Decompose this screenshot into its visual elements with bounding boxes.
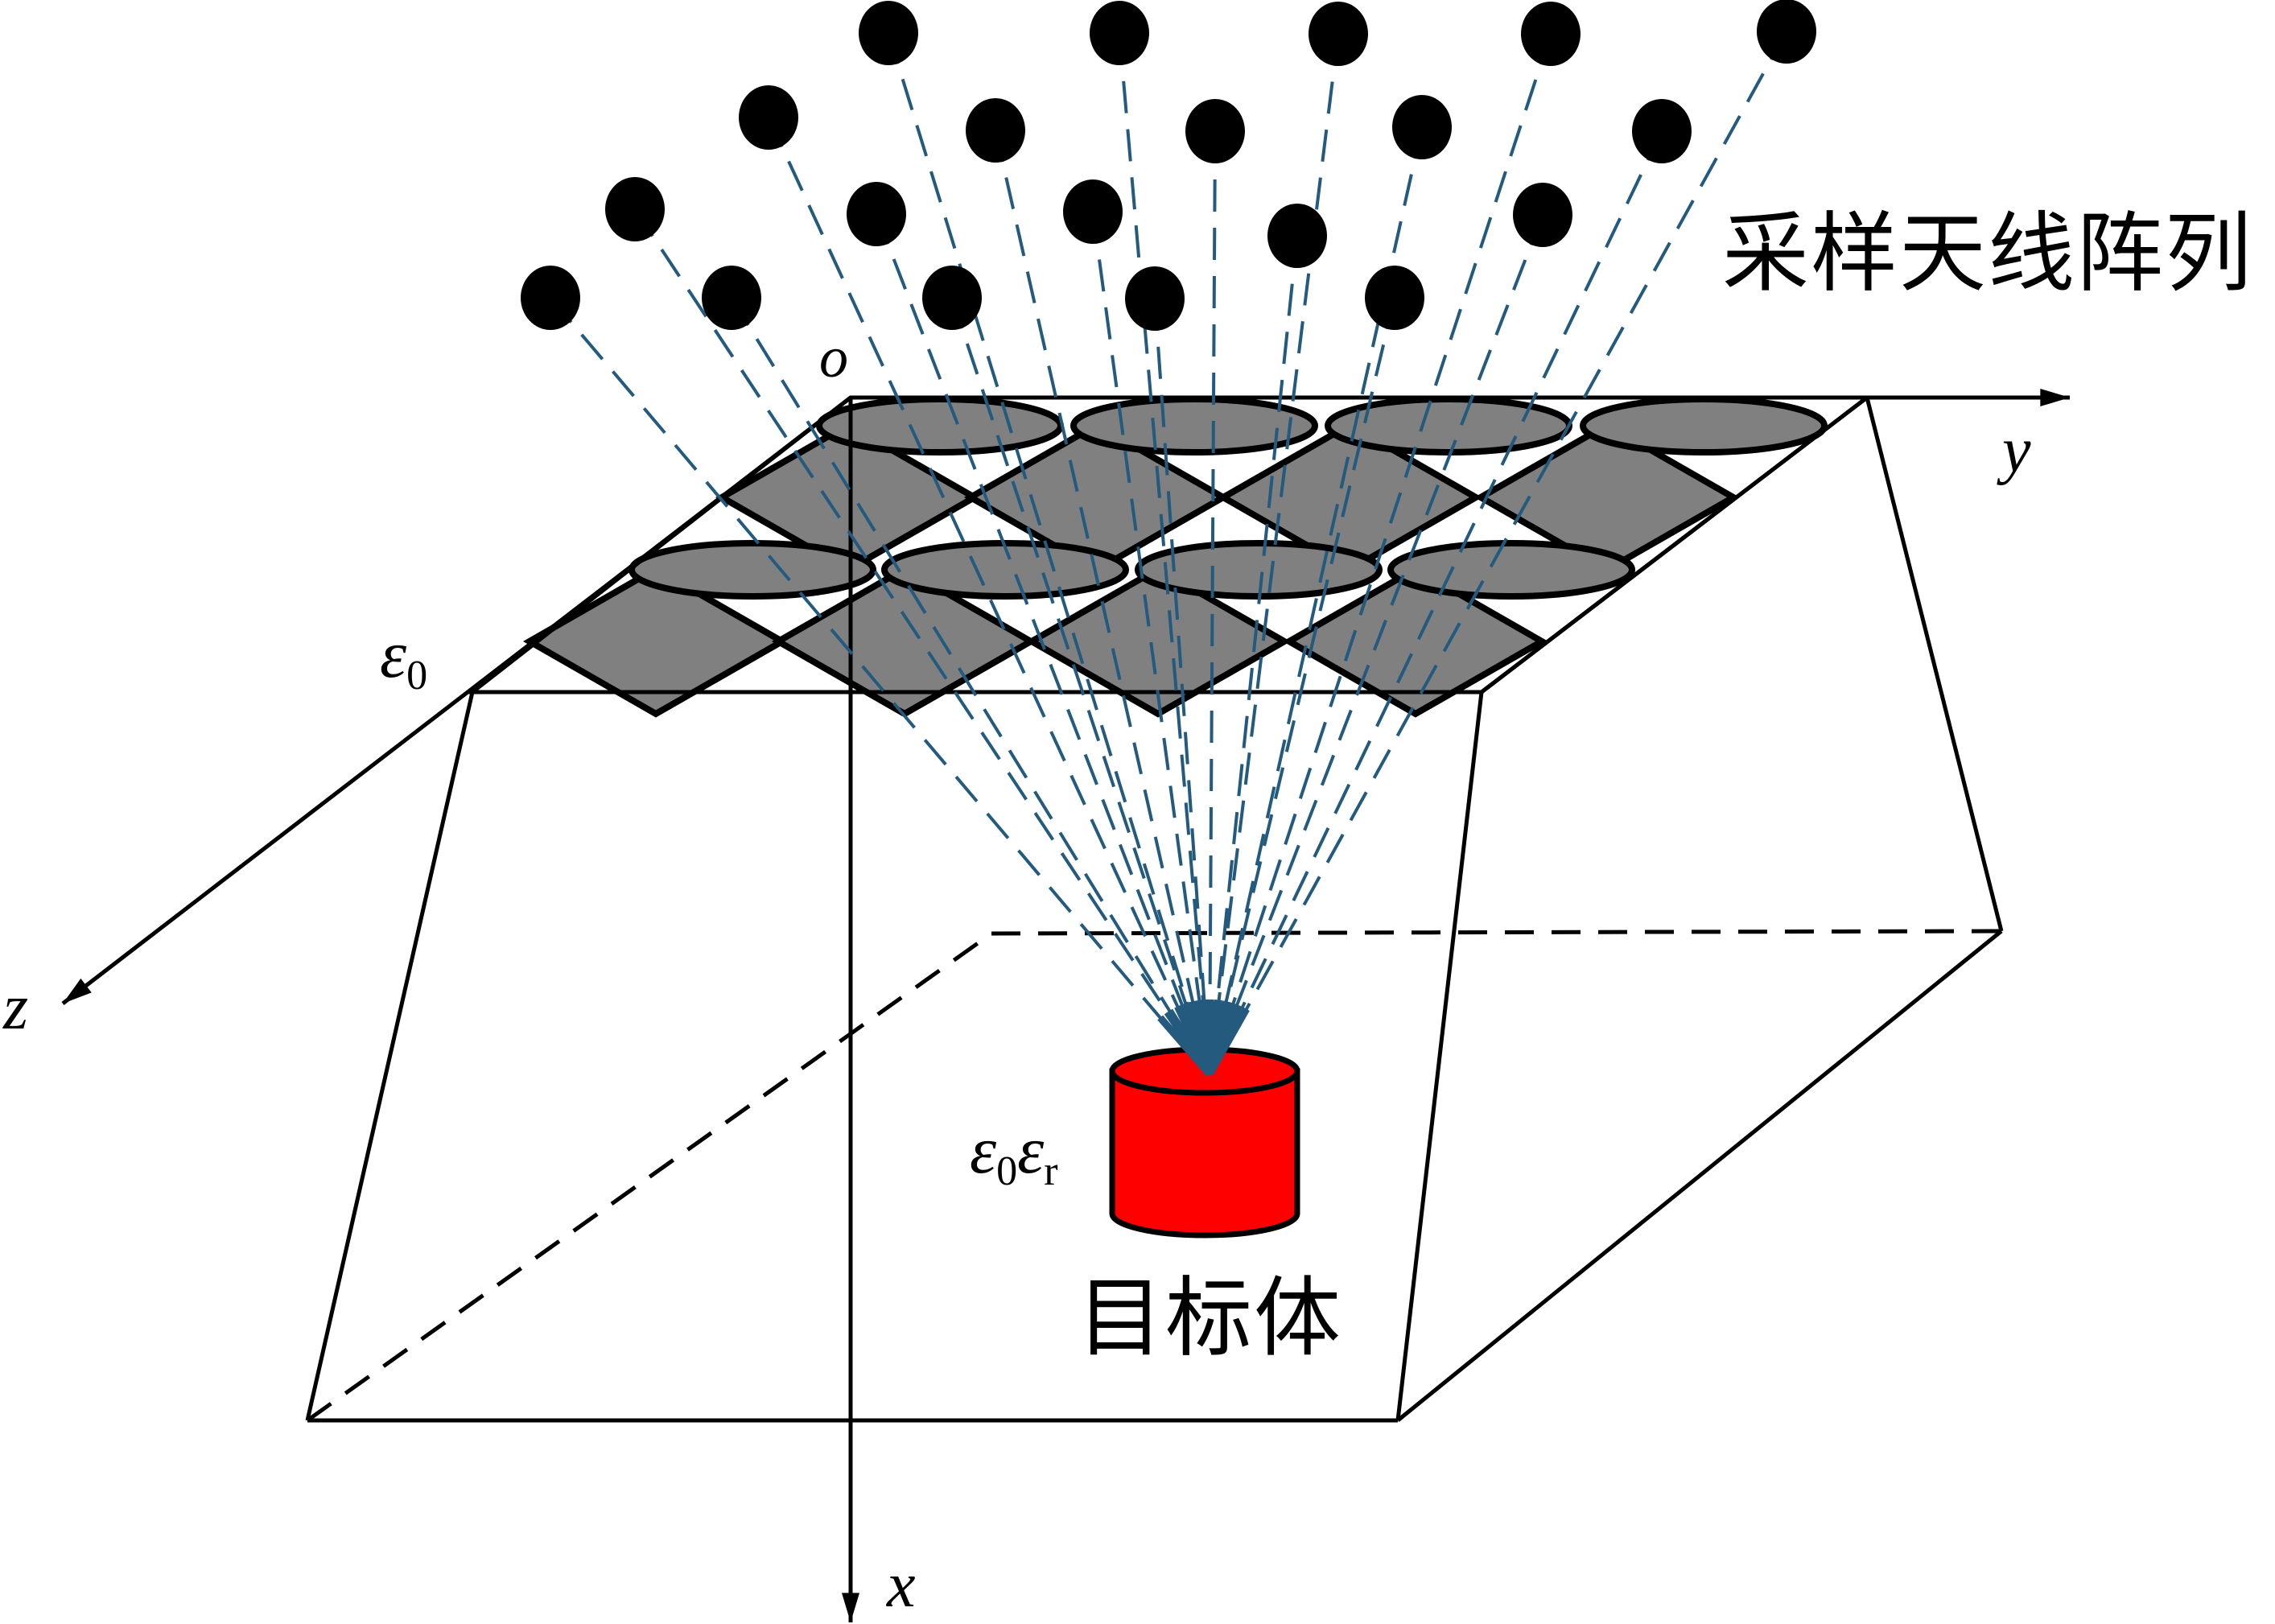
left-bottom-edge-hidden [306,931,993,1423]
surface-pattern [466,395,1873,718]
antenna-element [966,98,1025,163]
ray-line [1118,32,1211,1077]
right-back-edge [1865,397,2004,932]
target-cylinder [1109,1046,1300,1239]
antenna-array [521,0,1816,331]
ray-line [1153,298,1211,1077]
ray-paths [549,31,1788,1078]
surface-ellipse [1325,396,1572,455]
antenna-element [1392,95,1452,159]
front-right-edge [1395,691,1484,1421]
ray-line [633,208,1211,1078]
x-axis-label: x [887,1550,916,1621]
antenna-element [1185,99,1245,163]
antenna-element [1090,1,1149,65]
epsilon-subscript: r [1044,1148,1058,1194]
antenna-element [859,1,918,65]
origin-label: o [819,325,848,390]
antenna-element [1063,179,1123,244]
surface-ellipse [1580,396,1828,455]
surface-ellipse [1387,540,1635,600]
antenna-element [1125,266,1185,331]
y-axis-label: y [2002,415,2031,486]
antenna-element [1309,2,1368,66]
antenna-element [1365,266,1424,330]
epsilon-symbol: ε [380,617,407,692]
ray-fan-segment [1206,1000,1231,1076]
ray-line [887,32,1211,1077]
antenna-element [702,266,761,330]
antenna-element [739,85,798,150]
target-permittivity-label: ε0εr [970,1117,1058,1193]
antenna-element [847,182,906,246]
antenna-element [1521,2,1581,66]
ray-line [1208,235,1299,1077]
z-axis [61,396,852,1005]
ray-line [950,297,1211,1077]
back-bottom-edge-hidden [991,929,2002,936]
antenna-element [1267,204,1327,268]
ray-line [875,213,1211,1077]
surface-ellipse [816,396,1064,455]
surface-diamond [1282,565,1549,718]
z-axis-label: z [3,972,29,1043]
ray-line [994,130,1211,1077]
surface-ellipse [629,540,876,600]
epsilon-subscript: 0 [996,1148,1018,1194]
ray-line [1208,33,1340,1077]
ray-line [1208,130,1663,1077]
ray-line [1208,214,1544,1077]
antenna-element [1757,0,1816,64]
right-bottom-edge [1396,929,2003,1422]
ray-line [1091,211,1211,1077]
ray-line [1208,297,1396,1077]
antenna-element [521,266,580,330]
target-cylinder-body [1109,1068,1300,1239]
ray-line [767,117,1211,1077]
antenna-array-label: 采样天线阵列 [1722,204,2254,304]
ray-fan-segment [1200,999,1214,1075]
epsilon-subscript: 0 [406,652,428,699]
epsilon-symbol: ε [970,1113,997,1188]
ray-line [1208,130,1217,1077]
ray-line [1208,31,1788,1077]
ray-line [1208,33,1552,1077]
antenna-element [1632,99,1692,163]
antenna-element [1513,183,1572,247]
antenna-element [605,177,665,241]
target-label: 目标体 [1077,1268,1343,1369]
antenna-element [922,266,982,330]
ray-focus-fan [1157,999,1250,1077]
ray-line [730,296,1211,1078]
epsilon-symbol: ε [1017,1113,1045,1188]
background-permittivity-label: ε0 [380,621,427,697]
front-left-edge [305,691,475,1421]
ray-line [549,296,1211,1078]
